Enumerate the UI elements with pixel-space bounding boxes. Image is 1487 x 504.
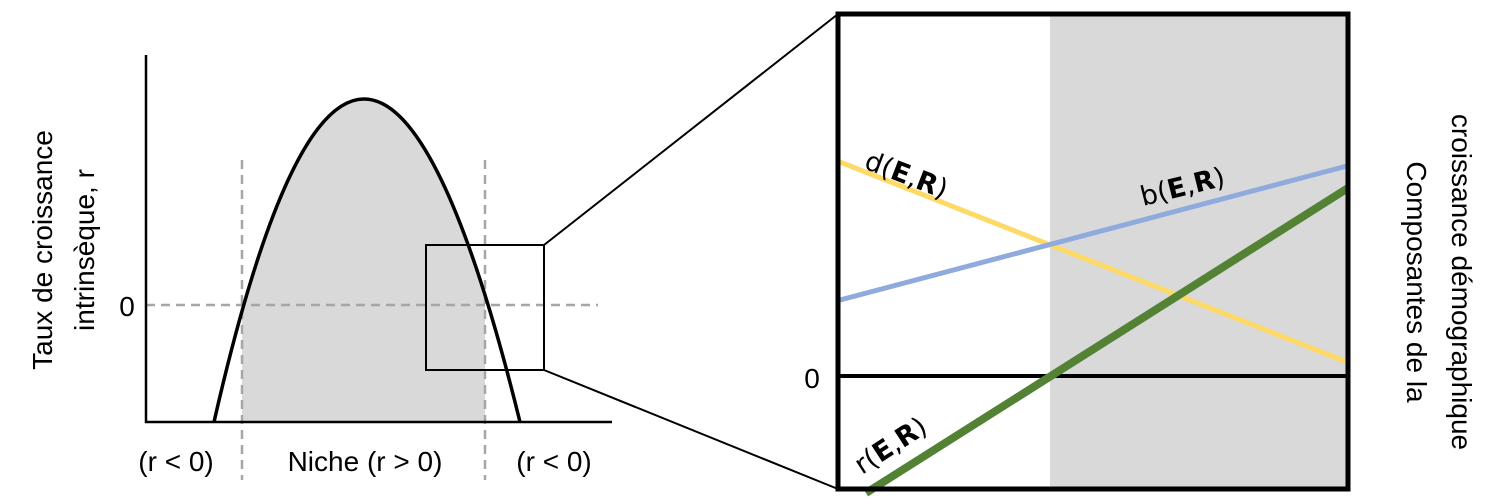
zoom-connector-top: [543, 13, 839, 246]
region-label-left: (r < 0): [138, 446, 213, 477]
death-rate-label: d(E,R): [860, 146, 951, 206]
inset-zero-tick-label: 0: [804, 363, 820, 394]
inset-y-axis-label-line1: Composantes de la: [1401, 161, 1432, 403]
niche-shaded-region: [1050, 14, 1348, 489]
zoom-connector-bottom: [543, 369, 839, 490]
inset-frame: [835, 11, 1351, 492]
death-rate-line: [839, 159, 1348, 365]
zero-tick-label: 0: [119, 291, 135, 322]
growth-rate-curve: [212, 97, 522, 423]
birth-rate-line: [839, 163, 1348, 303]
growth-rate-line: [863, 184, 1351, 497]
zoom-box: [425, 244, 545, 371]
y-axis-label-line1: Taux de croissance: [27, 130, 58, 370]
niche-fill: [242, 99, 485, 422]
right-panel: 0 d(E,R) b(E,R) r(E,R) Composantes de la…: [804, 11, 1477, 497]
left-panel: 0 Taux de croissance intrinsèque, r (r <…: [27, 55, 612, 480]
inset-y-axis-label-line2: croissance démographique: [1446, 114, 1477, 450]
y-axis-label-line2: intrinsèque, r: [69, 169, 100, 331]
region-label-right: (r < 0): [516, 446, 591, 477]
region-label-niche: Niche (r > 0): [288, 446, 443, 477]
